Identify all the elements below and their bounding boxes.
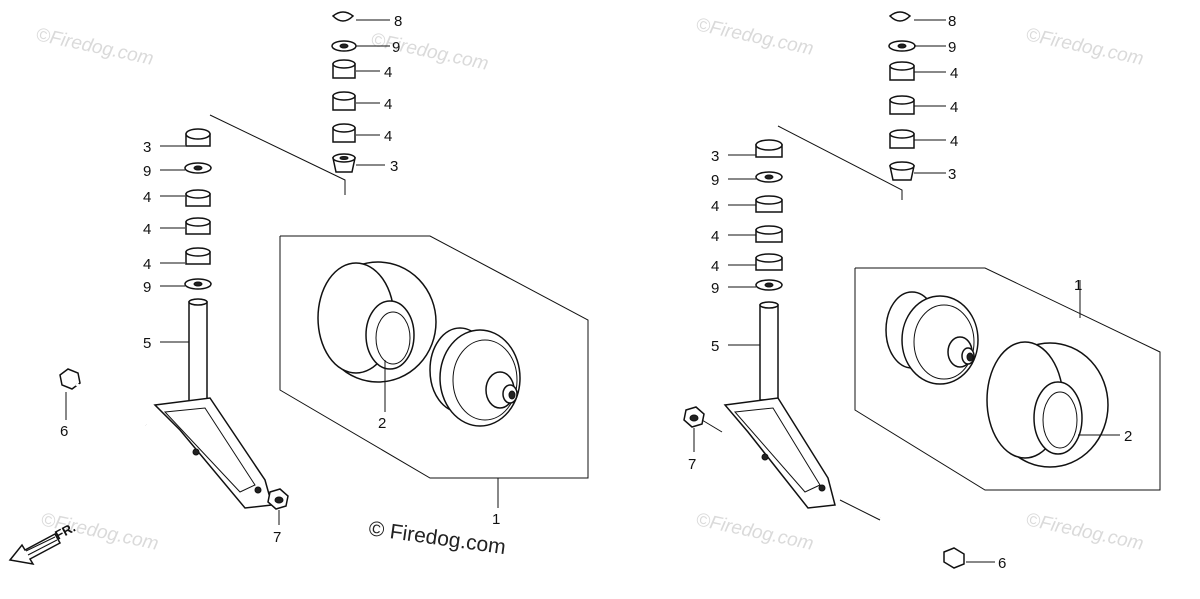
watermark: ©Firedog.com: [694, 14, 815, 59]
wheel-hub: [429, 327, 521, 427]
watermark: ©Firedog.com: [34, 24, 155, 69]
snap-pin: [331, 11, 355, 22]
callout: 4: [711, 258, 719, 275]
callout: 9: [711, 172, 719, 189]
bolt: [879, 516, 965, 569]
callout: 6: [998, 555, 1006, 572]
callout: 8: [948, 13, 956, 30]
callout: 3: [390, 158, 398, 175]
callout: 4: [143, 189, 151, 206]
axle-shaft: [759, 304, 779, 401]
wheel-assembly-frame: [279, 235, 589, 479]
callout: 2: [378, 415, 386, 432]
callout: 4: [384, 96, 392, 113]
snap-pin: [888, 11, 912, 22]
tire: [986, 341, 1109, 468]
callout: 3: [143, 139, 151, 156]
left-top-stack: [331, 11, 357, 173]
right-top-leaders: [777, 19, 946, 200]
callout: 9: [392, 39, 400, 56]
callout: 2: [1124, 428, 1132, 445]
left-top-leaders: [209, 19, 390, 195]
tire: [317, 261, 437, 383]
callout: 1: [1074, 277, 1082, 294]
callout: 7: [688, 456, 696, 473]
callout: 4: [384, 64, 392, 81]
callout: 4: [711, 228, 719, 245]
watermark: ©Firedog.com: [1024, 24, 1145, 69]
bolt: [59, 368, 147, 427]
callout: 9: [143, 279, 151, 296]
callout: 6: [60, 423, 68, 440]
callout: 4: [143, 256, 151, 273]
callout: 9: [711, 280, 719, 297]
nut: [267, 488, 289, 510]
callout: 9: [143, 163, 151, 180]
left-assembly: 8 9 4 4 4 3: [8, 11, 589, 566]
callout: 5: [711, 338, 719, 355]
callout: 4: [950, 133, 958, 150]
callout: 5: [143, 335, 151, 352]
callout: 4: [143, 221, 151, 238]
front-direction-arrow: FR.: [8, 520, 78, 566]
callout: 4: [384, 128, 392, 145]
watermark: ©Firedog.com: [694, 509, 815, 554]
callout: 4: [950, 99, 958, 116]
left-pivot-leaders: [160, 145, 189, 343]
copyright-text: © Firedog.com: [367, 517, 507, 559]
callout: 4: [711, 198, 719, 215]
callout: 9: [948, 39, 956, 56]
callout: 3: [711, 148, 719, 165]
callout: 3: [948, 166, 956, 183]
right-pivot-leaders: [728, 154, 760, 346]
callout: 4: [950, 65, 958, 82]
callout: 1: [492, 511, 500, 528]
callout: 8: [394, 13, 402, 30]
caster-fork: [723, 397, 836, 509]
left-pivot-stack: [184, 128, 212, 403]
arrow-icon: [8, 532, 62, 566]
right-assembly: 8 9 4 4 4 3: [683, 11, 1161, 572]
callout: 7: [273, 529, 281, 546]
wheel-hub: [885, 291, 979, 385]
nut: [683, 406, 705, 428]
axle-shaft: [188, 301, 208, 403]
right-pivot-stack: [755, 139, 783, 401]
watermark: ©Firedog.com: [1024, 509, 1145, 554]
caster-fork: [153, 397, 273, 509]
right-top-stack: [888, 11, 916, 181]
wheel-assembly-frame: [854, 267, 1161, 491]
